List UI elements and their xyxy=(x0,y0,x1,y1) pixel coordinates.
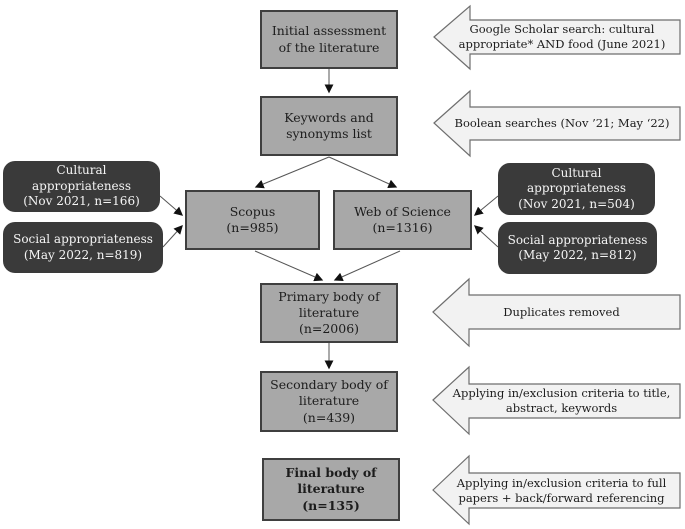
box-secondary-body: Secondary body of literature (n=439) xyxy=(260,371,398,432)
connector-right-cultural-to-wos xyxy=(473,195,499,216)
box-final-body-label: Final body of literature xyxy=(285,465,377,497)
tag-scopus-social-detail: (May 2022, n=819) xyxy=(23,247,143,262)
box-primary-body-count: (n=2006) xyxy=(298,321,360,337)
box-scopus: Scopus (n=985) xyxy=(185,190,320,250)
box-scopus-count: (n=985) xyxy=(226,220,279,235)
step-arrow-duplicates-text: Duplicates removed xyxy=(503,304,620,319)
step-arrow-boolean-shape xyxy=(433,89,681,158)
connector-left-cultural-to-scopus xyxy=(159,195,184,216)
step-arrow-criteria-title-text: Applying in/exclusion criteria to title,… xyxy=(452,386,671,415)
step-arrow-criteria-full-text: Applying in/exclusion criteria to full p… xyxy=(456,475,667,505)
box-web-of-science: Web of Science (n=1316) xyxy=(333,190,472,250)
connector-keywords-to-wos xyxy=(328,156,398,188)
tag-scopus-cultural-name: Cultural appropriateness xyxy=(32,163,131,193)
box-final-body-count: (n=135) xyxy=(302,497,360,513)
tag-wos-social-name: Social appropriateness xyxy=(507,232,648,247)
tag-wos-social-detail: (May 2022, n=812) xyxy=(518,248,637,262)
step-arrow-google-scholar-shape xyxy=(433,4,681,71)
box-secondary-body-label: Secondary body of literature xyxy=(270,377,388,409)
box-initial-assessment: Initial assessment of the literature xyxy=(260,10,398,69)
tag-wos-cultural-name: Cultural appropriateness xyxy=(527,165,626,196)
tag-scopus-social: Social appropriateness (May 2022, n=819) xyxy=(3,222,163,273)
step-arrow-criteria-title-shape xyxy=(432,365,681,436)
box-keywords-synonyms: Keywords and synonyms list xyxy=(260,96,398,156)
tag-scopus-cultural: Cultural appropriateness (Nov 2021, n=16… xyxy=(3,161,160,212)
box-web-of-science-label: Web of Science xyxy=(354,203,451,219)
box-secondary-body-count: (n=439) xyxy=(302,409,356,425)
connector-keywords-to-scopus xyxy=(254,156,330,189)
tag-scopus-cultural-detail: (Nov 2021, n=166) xyxy=(23,194,140,209)
tag-scopus-social-name: Social appropriateness xyxy=(13,232,153,247)
tag-wos-cultural-detail: (Nov 2021, n=504) xyxy=(518,196,635,211)
connector-left-social-to-scopus xyxy=(162,224,183,248)
box-primary-body-label: Primary body of literature xyxy=(278,288,380,320)
step-arrow-boolean-text: Boolean searches (Nov ’21; May ‘22) xyxy=(454,116,670,131)
tag-wos-social: Social appropriateness (May 2022, n=812) xyxy=(498,222,657,274)
box-scopus-label: Scopus xyxy=(229,203,276,219)
connector-wos-to-primary xyxy=(333,250,401,281)
box-final-body: Final body of literature (n=135) xyxy=(262,458,400,521)
connector-scopus-to-primary xyxy=(254,250,324,282)
box-web-of-science-count: (n=1316) xyxy=(372,220,433,235)
connector-right-social-to-wos xyxy=(474,225,499,248)
box-primary-body: Primary body of literature (n=2006) xyxy=(260,283,398,343)
box-initial-assessment-label: Initial assessment of the literature xyxy=(271,23,387,55)
step-arrow-criteria-full-shape xyxy=(432,454,681,526)
box-keywords-synonyms-label: Keywords and synonyms list xyxy=(284,109,374,141)
step-arrow-google-scholar-text: Google Scholar search: cultural appropri… xyxy=(458,22,666,51)
step-arrow-duplicates-shape xyxy=(432,277,681,348)
tag-wos-cultural: Cultural appropriateness (Nov 2021, n=50… xyxy=(498,163,655,215)
